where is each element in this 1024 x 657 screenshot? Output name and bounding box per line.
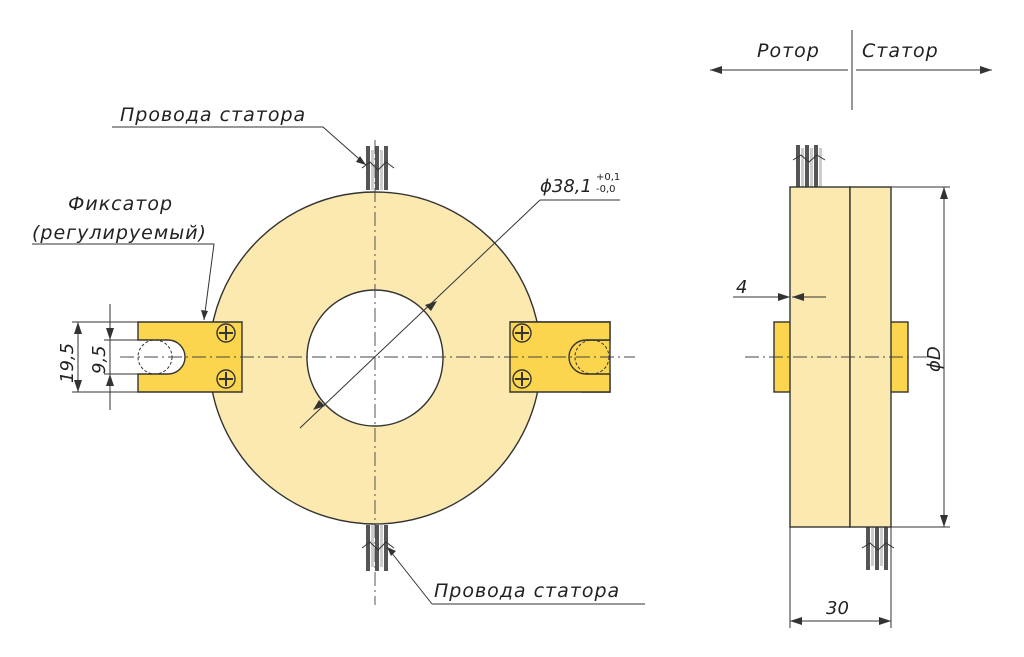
stator-ring (208, 191, 542, 525)
fixator-label: Фиксатор (68, 193, 173, 215)
screw-icon (512, 323, 532, 343)
front-view (32, 126, 645, 605)
stator-wires-top-label: Провода статора (120, 104, 306, 126)
width-dim: 30 (826, 598, 849, 619)
screw-icon (216, 369, 236, 389)
screw-icon (512, 369, 532, 389)
outer-diameter-dim: ϕD (924, 346, 945, 372)
left-dimensions (72, 304, 140, 410)
rotor-label: Ротор (757, 40, 820, 62)
plate-height-dim: 19,5 (57, 343, 78, 383)
fixator-adjustable-label: (регулируемый) (32, 222, 207, 244)
fixator-left (137, 321, 243, 393)
wires-top (361, 146, 395, 190)
side-view (710, 30, 992, 628)
inner-diameter-dim: ϕ38,1 (540, 176, 592, 197)
wires-bottom (361, 525, 395, 571)
screw-icon (216, 323, 236, 343)
inner-diameter-tol-lower: -0,0 (596, 184, 616, 195)
stator-wires-bottom-label: Провода статора (434, 580, 620, 602)
side-offset-dim: 4 (736, 277, 747, 298)
inner-diameter-tol-upper: +0,1 (596, 172, 620, 183)
stator-label: Статор (862, 40, 939, 62)
slot-height-dim: 9,5 (89, 345, 110, 374)
